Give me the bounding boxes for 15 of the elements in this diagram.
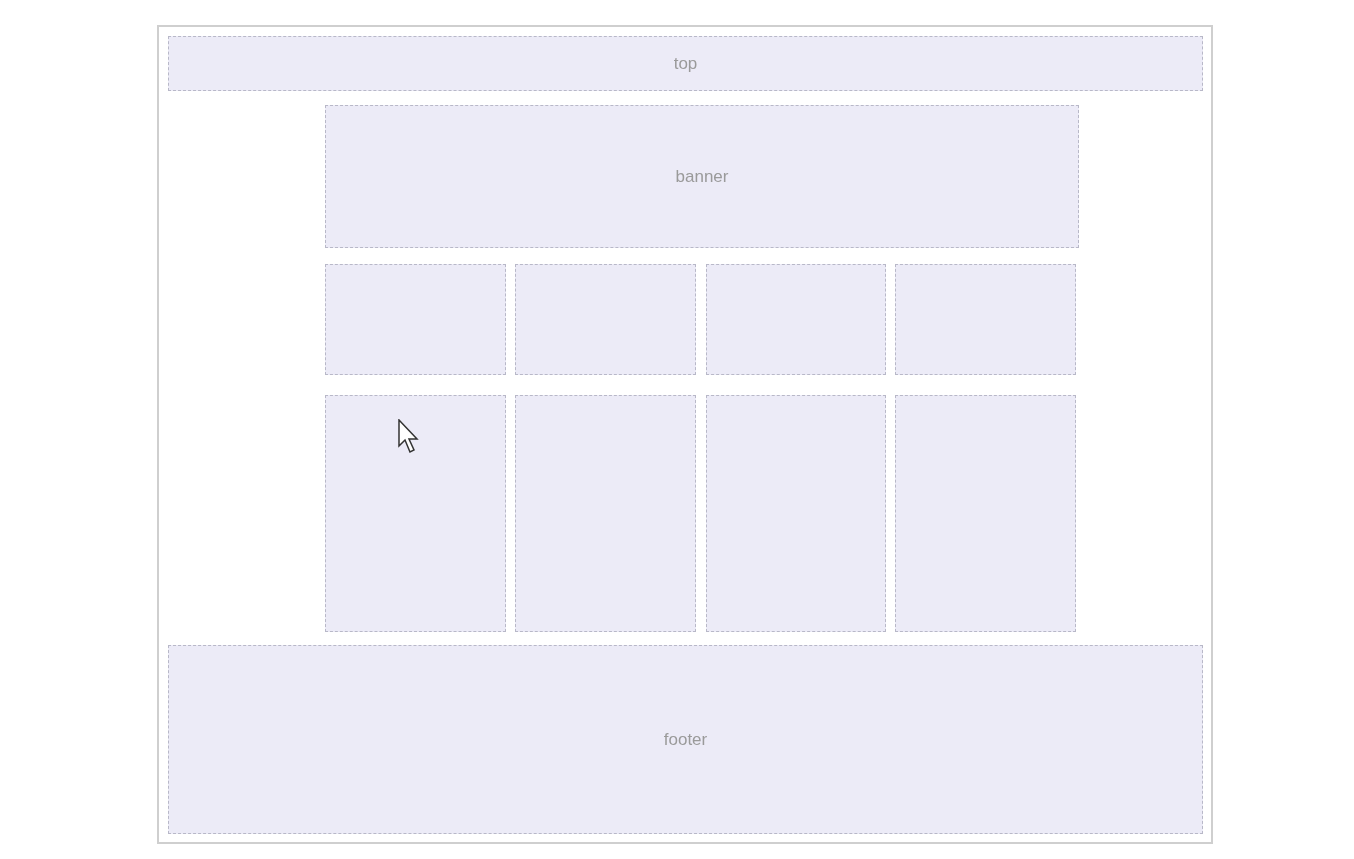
placeholder-box xyxy=(515,395,696,632)
page-frame xyxy=(157,25,1213,844)
section-label: banner xyxy=(675,166,729,187)
placeholder-box xyxy=(706,395,886,632)
section-block xyxy=(168,645,1203,834)
placeholder-box xyxy=(706,264,886,375)
section-block xyxy=(168,36,1203,91)
placeholder-box xyxy=(325,395,506,632)
section-label: footer xyxy=(663,729,708,750)
section-block xyxy=(325,105,1079,248)
placeholder-box xyxy=(895,264,1076,375)
placeholder-box xyxy=(515,264,696,375)
placeholder-box xyxy=(895,395,1076,632)
section-label: top xyxy=(673,53,698,74)
placeholder-box xyxy=(325,264,506,375)
